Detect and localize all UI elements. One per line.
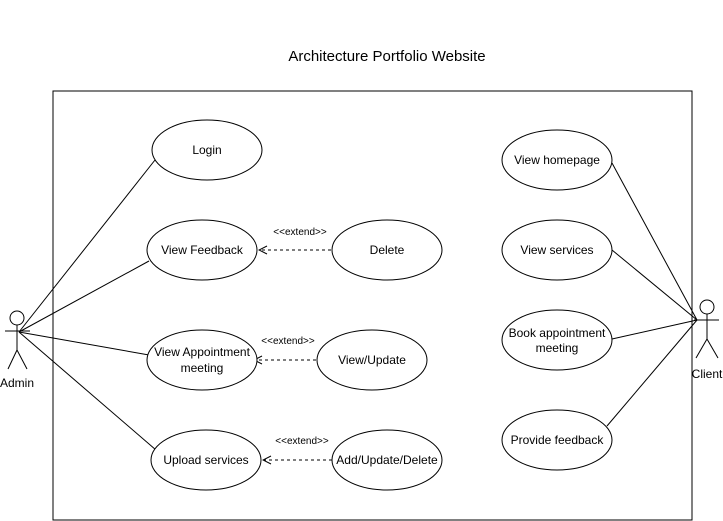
assoc-admin-upload-services: [18, 331, 157, 451]
use-case-book-appointment-meeting: Book appointment meeting: [501, 309, 613, 371]
actor-client: Client: [692, 299, 723, 381]
use-case-add-update-delete: Add/Update/Delete: [331, 429, 443, 491]
use-case-provide-feedback: Provide feedback: [501, 409, 613, 471]
assoc-client-provide-feedback: [606, 319, 698, 427]
extend-relations: <<extend>> <<extend>> <<extend>>: [254, 227, 332, 460]
actor-admin-label: Admin: [0, 376, 34, 390]
use-case-login-label: Login: [192, 143, 221, 157]
use-case-upload-services-label: Upload services: [163, 453, 248, 467]
use-case-view-homepage-label: View homepage: [514, 153, 600, 167]
client-associations: [606, 162, 698, 427]
use-case-view-services: View services: [501, 219, 613, 281]
use-case-view-update: View/Update: [316, 329, 428, 391]
use-case-provide-feedback-label: Provide feedback: [511, 433, 605, 447]
use-case-view-appointment-line1: View Appointment: [154, 345, 251, 359]
use-case-view-feedback-label: View Feedback: [161, 243, 244, 257]
actor-client-label: Client: [692, 367, 723, 381]
assoc-admin-view-feedback: [18, 260, 150, 333]
use-case-view-services-label: View services: [520, 243, 593, 257]
use-case-delete-label: Delete: [370, 243, 405, 257]
extend-label-delete: <<extend>>: [273, 227, 327, 238]
use-case-book-appointment-line2: meeting: [536, 341, 579, 355]
stick-figure-icon: [694, 299, 719, 359]
assoc-admin-login: [18, 159, 156, 333]
assoc-admin-view-appointment: [18, 331, 150, 356]
assoc-client-view-homepage: [611, 162, 698, 321]
extend-label-add-update-delete: <<extend>>: [275, 436, 329, 447]
stick-figure-icon: [5, 310, 30, 370]
actor-admin: Admin: [0, 310, 34, 390]
use-case-view-appointment-line2: meeting: [181, 361, 224, 375]
use-case-add-update-delete-label: Add/Update/Delete: [336, 453, 438, 467]
admin-associations: [18, 159, 157, 451]
diagram-title: Architecture Portfolio Website: [288, 48, 485, 65]
use-case-delete: Delete: [331, 219, 443, 281]
extend-label-view-update: <<extend>>: [261, 336, 315, 347]
assoc-client-view-services: [611, 249, 698, 321]
use-case-view-homepage: View homepage: [501, 129, 613, 191]
system-boundary: [52, 90, 693, 521]
use-case-view-update-label: View/Update: [338, 353, 406, 367]
use-case-upload-services: Upload services: [150, 429, 262, 491]
assoc-client-book-appointment: [611, 319, 698, 340]
use-case-view-appointment-meeting: View Appointment meeting: [146, 329, 258, 391]
use-case-book-appointment-line1: Book appointment: [509, 326, 606, 340]
use-case-view-feedback: View Feedback: [146, 219, 258, 281]
use-case-login: Login: [151, 119, 263, 181]
